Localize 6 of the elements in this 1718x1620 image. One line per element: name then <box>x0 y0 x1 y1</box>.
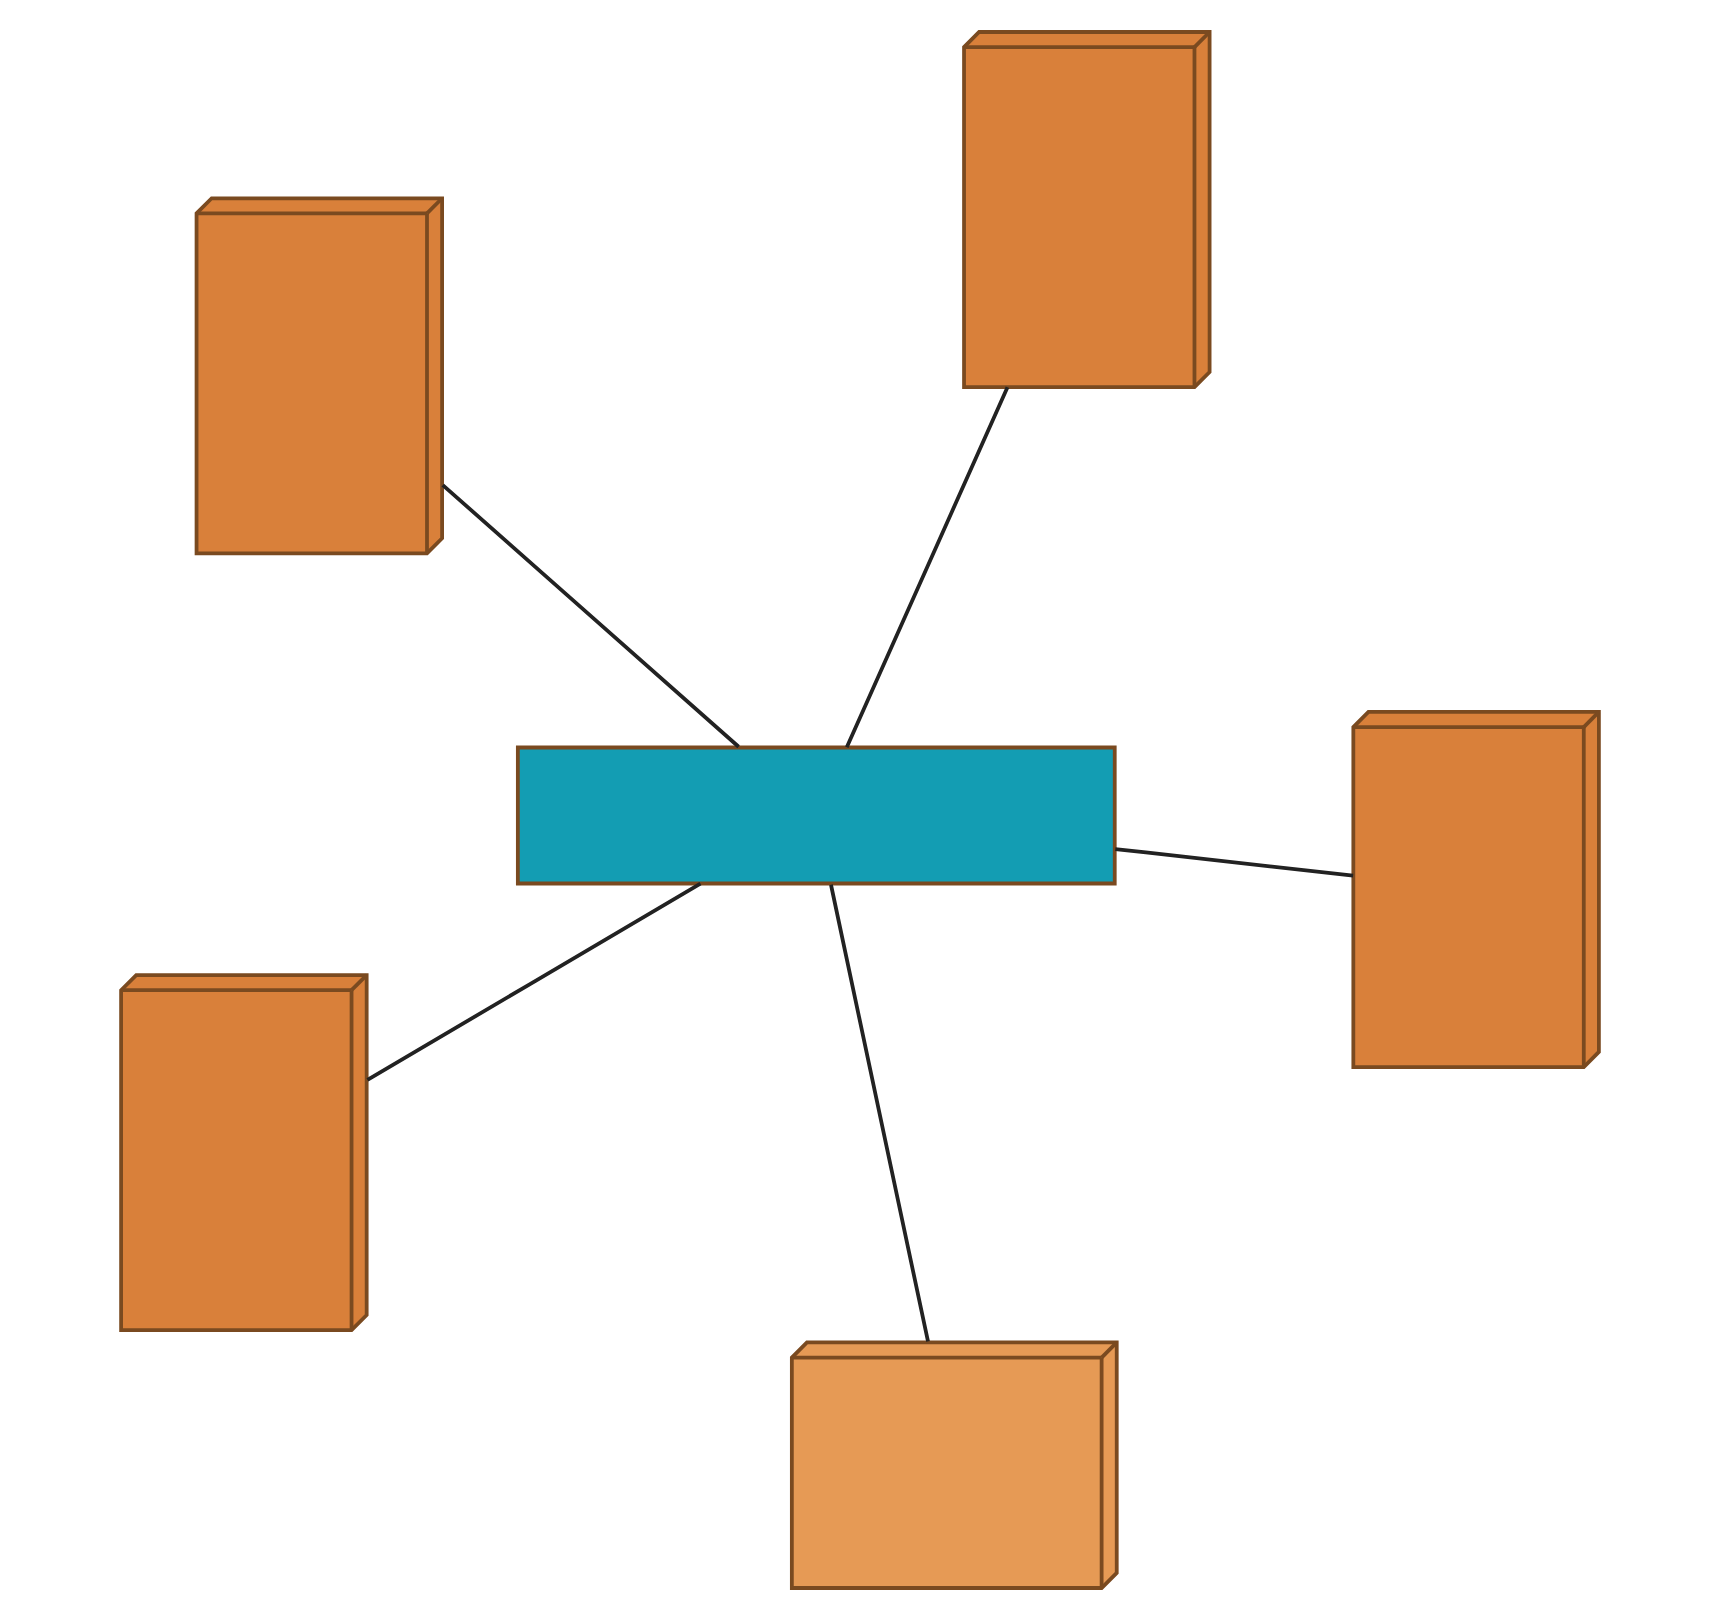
connector <box>844 386 1009 748</box>
connector <box>440 483 739 749</box>
connector <box>828 884 929 1342</box>
node-switch <box>514 745 1116 886</box>
connector <box>365 882 701 1082</box>
connector <box>1114 847 1353 878</box>
